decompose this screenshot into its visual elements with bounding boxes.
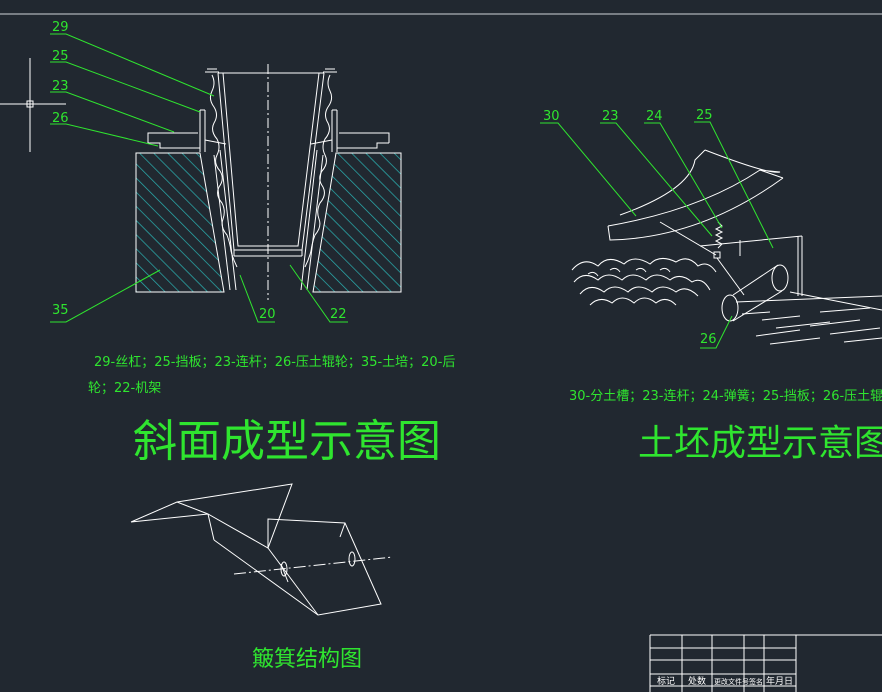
adobe-forming-title: 土坯成型示意图	[638, 423, 882, 464]
title-block-mark: 标记	[657, 675, 675, 687]
slope-forming-diagram: 29 25 23 26 35 20 22 29-丝杠；25-挡板；23-连杆；2…	[50, 20, 455, 467]
callout-25-right: 25	[696, 108, 713, 123]
callout-29: 29	[52, 20, 69, 35]
title-block-count: 处数	[688, 675, 706, 687]
callout-20: 20	[259, 307, 276, 322]
callout-25: 25	[52, 49, 69, 64]
adobe-caption: 30-分土槽；23-连杆；24-弹簧；25-挡板；26-压土辊	[569, 388, 882, 404]
callout-23: 23	[52, 79, 69, 94]
callout-23-right: 23	[602, 109, 619, 124]
slope-forming-title: 斜面成型示意图	[133, 416, 441, 467]
slope-caption-line2: 轮；22-机架	[88, 381, 161, 396]
callout-26: 26	[52, 111, 69, 126]
slope-caption-line1: 29-丝杠；25-挡板；23-连杆；26-压土辊轮；35-土培；20-后	[94, 354, 455, 370]
callout-22: 22	[330, 307, 347, 322]
dustpan-structure-title: 簸箕结构图	[252, 647, 362, 672]
title-block-change-doc: 更改文件号	[714, 677, 749, 686]
dustpan-structure-diagram: 簸箕结构图	[130, 483, 394, 672]
soil-lumps	[571, 258, 717, 306]
soil-block-left	[135, 152, 225, 293]
crosshair-cursor	[0, 58, 66, 152]
title-block-date: 年月日	[766, 675, 793, 687]
title-block	[649, 634, 882, 692]
soil-block-right	[312, 152, 402, 293]
callout-30: 30	[543, 109, 560, 124]
callout-24: 24	[646, 109, 663, 124]
title-block-signature: 签名	[749, 677, 763, 686]
adobe-forming-diagram: 30 23 24 25 26 30-分土槽；23-连杆；24-弹簧；25-挡板；…	[540, 108, 882, 464]
callout-35: 35	[52, 303, 69, 318]
formed-soil-lines	[735, 291, 882, 345]
callout-26-right: 26	[700, 332, 717, 347]
